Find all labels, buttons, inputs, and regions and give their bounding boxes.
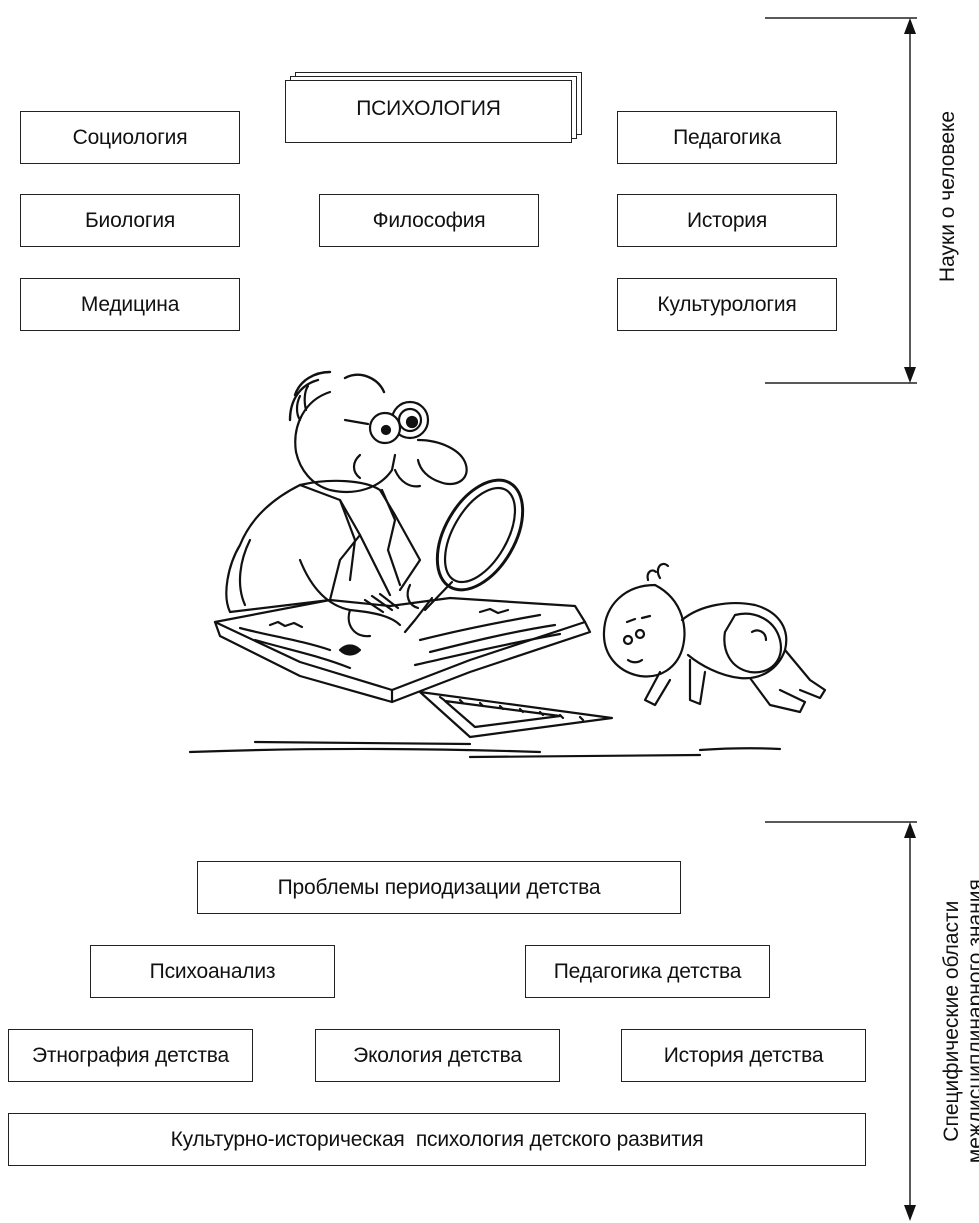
interdisciplinary-areas-line2: междисциплинарного знания xyxy=(964,879,979,1164)
history-box: История xyxy=(617,194,837,247)
childhood-pedagogy-label: Педагогика детства xyxy=(553,959,742,983)
cultural-historical-psychology-label: Культурно-историческая психология детско… xyxy=(170,1127,704,1151)
sociology-box: Социология xyxy=(20,111,240,164)
baby-icon xyxy=(602,562,827,714)
biology-box: Биология xyxy=(20,194,240,247)
medicine-label: Медицина xyxy=(80,292,180,316)
interdisciplinary-areas-line1: Специфические области xyxy=(939,900,963,1142)
psychology-label: ПСИХОЛОГИЯ xyxy=(356,96,501,120)
scientist-icon xyxy=(225,370,525,638)
pedagogy-label: Педагогика xyxy=(673,125,781,149)
psychology-box: ПСИХОЛОГИЯ xyxy=(285,80,572,143)
biology-label: Биология xyxy=(84,208,176,232)
triangle-ruler-icon xyxy=(418,690,614,739)
childhood-ethnography-box: Этнография детства xyxy=(8,1029,253,1082)
childhood-ecology-label: Экология детства xyxy=(353,1043,522,1067)
culturology-box: Культурология xyxy=(617,278,837,331)
cultural-historical-psychology-box: Культурно-историческая психология детско… xyxy=(8,1113,866,1166)
illustration xyxy=(188,370,827,759)
culturology-label: Культурология xyxy=(657,292,797,316)
history-label: История xyxy=(686,208,768,232)
floor-lines-icon xyxy=(188,740,782,759)
periodization-label: Проблемы периодизации детства xyxy=(277,875,601,899)
pedagogy-box: Педагогика xyxy=(617,111,837,164)
interdisciplinary-areas-label: Специфические области междисциплинарного… xyxy=(940,861,979,1181)
sciences-about-man-label: Науки о человеке xyxy=(935,110,959,283)
psychoanalysis-label: Психоанализ xyxy=(149,959,276,983)
psychoanalysis-box: Психоанализ xyxy=(90,945,335,998)
childhood-pedagogy-box: Педагогика детства xyxy=(525,945,770,998)
childhood-ecology-box: Экология детства xyxy=(315,1029,560,1082)
philosophy-box: Философия xyxy=(319,194,539,247)
childhood-ethnography-label: Этнография детства xyxy=(32,1043,229,1067)
periodization-box: Проблемы периодизации детства xyxy=(197,861,681,914)
childhood-history-box: История детства xyxy=(621,1029,866,1082)
top-bracket xyxy=(765,17,917,384)
bottom-bracket xyxy=(765,821,917,1221)
childhood-history-label: История детства xyxy=(663,1043,824,1067)
medicine-box: Медицина xyxy=(20,278,240,331)
sociology-label: Социология xyxy=(72,125,188,149)
open-book-icon xyxy=(213,596,592,704)
philosophy-label: Философия xyxy=(372,208,486,232)
